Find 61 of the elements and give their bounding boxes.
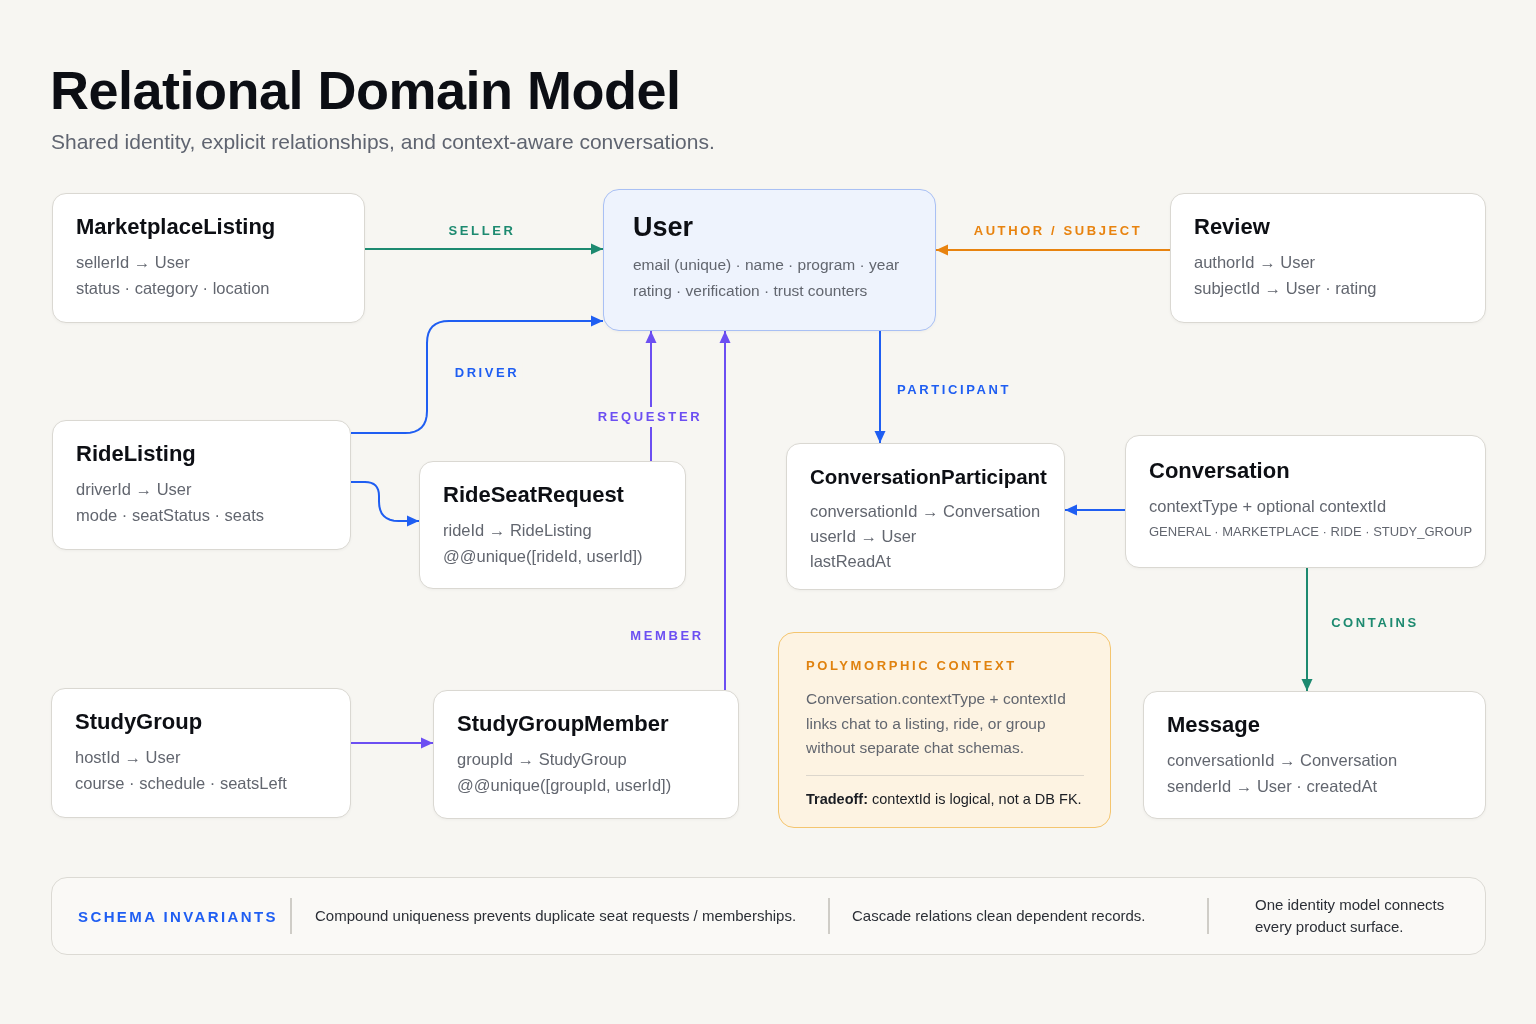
field-list: status · category · location [76,275,270,301]
field-list: userId → User [810,524,917,549]
arrow [350,481,420,527]
field-list: authorId → User [1194,249,1316,275]
field-list: @@unique([rideId, userId]) [443,543,643,569]
field-list: course · schedule · seatsLeft [75,770,287,796]
entity-card [433,690,739,819]
field-list: subjectId → User · rating [1194,275,1377,301]
page-title: Relational Domain Model [50,59,681,121]
arrow [874,330,886,444]
field-list: GENERAL · MARKETPLACE · RIDE · STUDY_GROUP [1149,519,1473,545]
entity-name: User [633,213,694,241]
entity-name: StudyGroup [75,709,203,735]
invariant-text: Cascade relations clean dependent records. [852,906,1147,926]
field-list: conversationId → Conversation [1167,747,1398,773]
field-list: email (unique) · name · program · year [633,252,900,278]
field-list: sellerId → User [76,249,190,275]
field-list: lastReadAt [810,549,891,574]
entity-name: Conversation [1149,458,1290,484]
entity-card [786,443,1065,590]
entity-card [52,420,351,550]
entity-name: ConversationParticipant [810,464,1047,490]
entity-card [51,688,351,818]
entity-card [603,189,936,331]
field-list: @@unique([groupId, userId]) [457,772,672,798]
note-heading: POLYMORPHIC CONTEXT [806,658,1017,674]
invariant-text: Compound uniqueness prevents duplicate seat requests / memberships. [315,906,798,926]
field-list: driverId → User [76,476,192,502]
entity-name: MarketplaceListing [76,214,276,240]
entity-name: RideSeatRequest [443,482,624,508]
field-list: rideId → RideListing [443,517,592,543]
entity-name: RideListing [76,441,196,467]
field-list: rating · verification · trust counters [633,278,868,304]
entity-name: Message [1167,712,1260,738]
invariants-panel [51,877,1486,955]
field-list: groupId → StudyGroup [457,746,627,772]
arrow [364,243,604,255]
arrow [1301,567,1313,692]
arrow [350,737,434,749]
arrow [350,315,604,434]
entity-name: StudyGroupMember [457,711,669,737]
field-list: contextType + optional contextId [1149,493,1387,519]
entity-card [52,193,365,323]
subtitle: Shared identity, explicit relationships, and context-aware conversations. [51,129,715,155]
invariant-text: One identity model connects every product surface. [1255,895,1446,937]
arrow [1064,504,1126,516]
field-list: mode · seatStatus · seats [76,502,264,528]
field-list: conversationId → Conversation [810,499,1041,524]
note-text: Conversation.contextType + contextId links chat to a listing, ride, or group without separate chat schemas. [806,689,1067,758]
note-card [778,632,1111,828]
note-text: Tradeoff: contextId is logical, not a DB FK. [806,789,1082,809]
entity-card [1170,193,1486,323]
arrow [935,244,1171,256]
entity-card [1125,435,1486,568]
field-list: hostId → User [75,744,181,770]
field-list: senderId → User · createdAt [1167,773,1377,799]
entity-card [1143,691,1486,819]
entity-card [419,461,686,589]
panel-heading: SCHEMA INVARIANTS [78,907,278,925]
arrow [719,330,731,691]
entity-name: Review [1194,214,1270,240]
